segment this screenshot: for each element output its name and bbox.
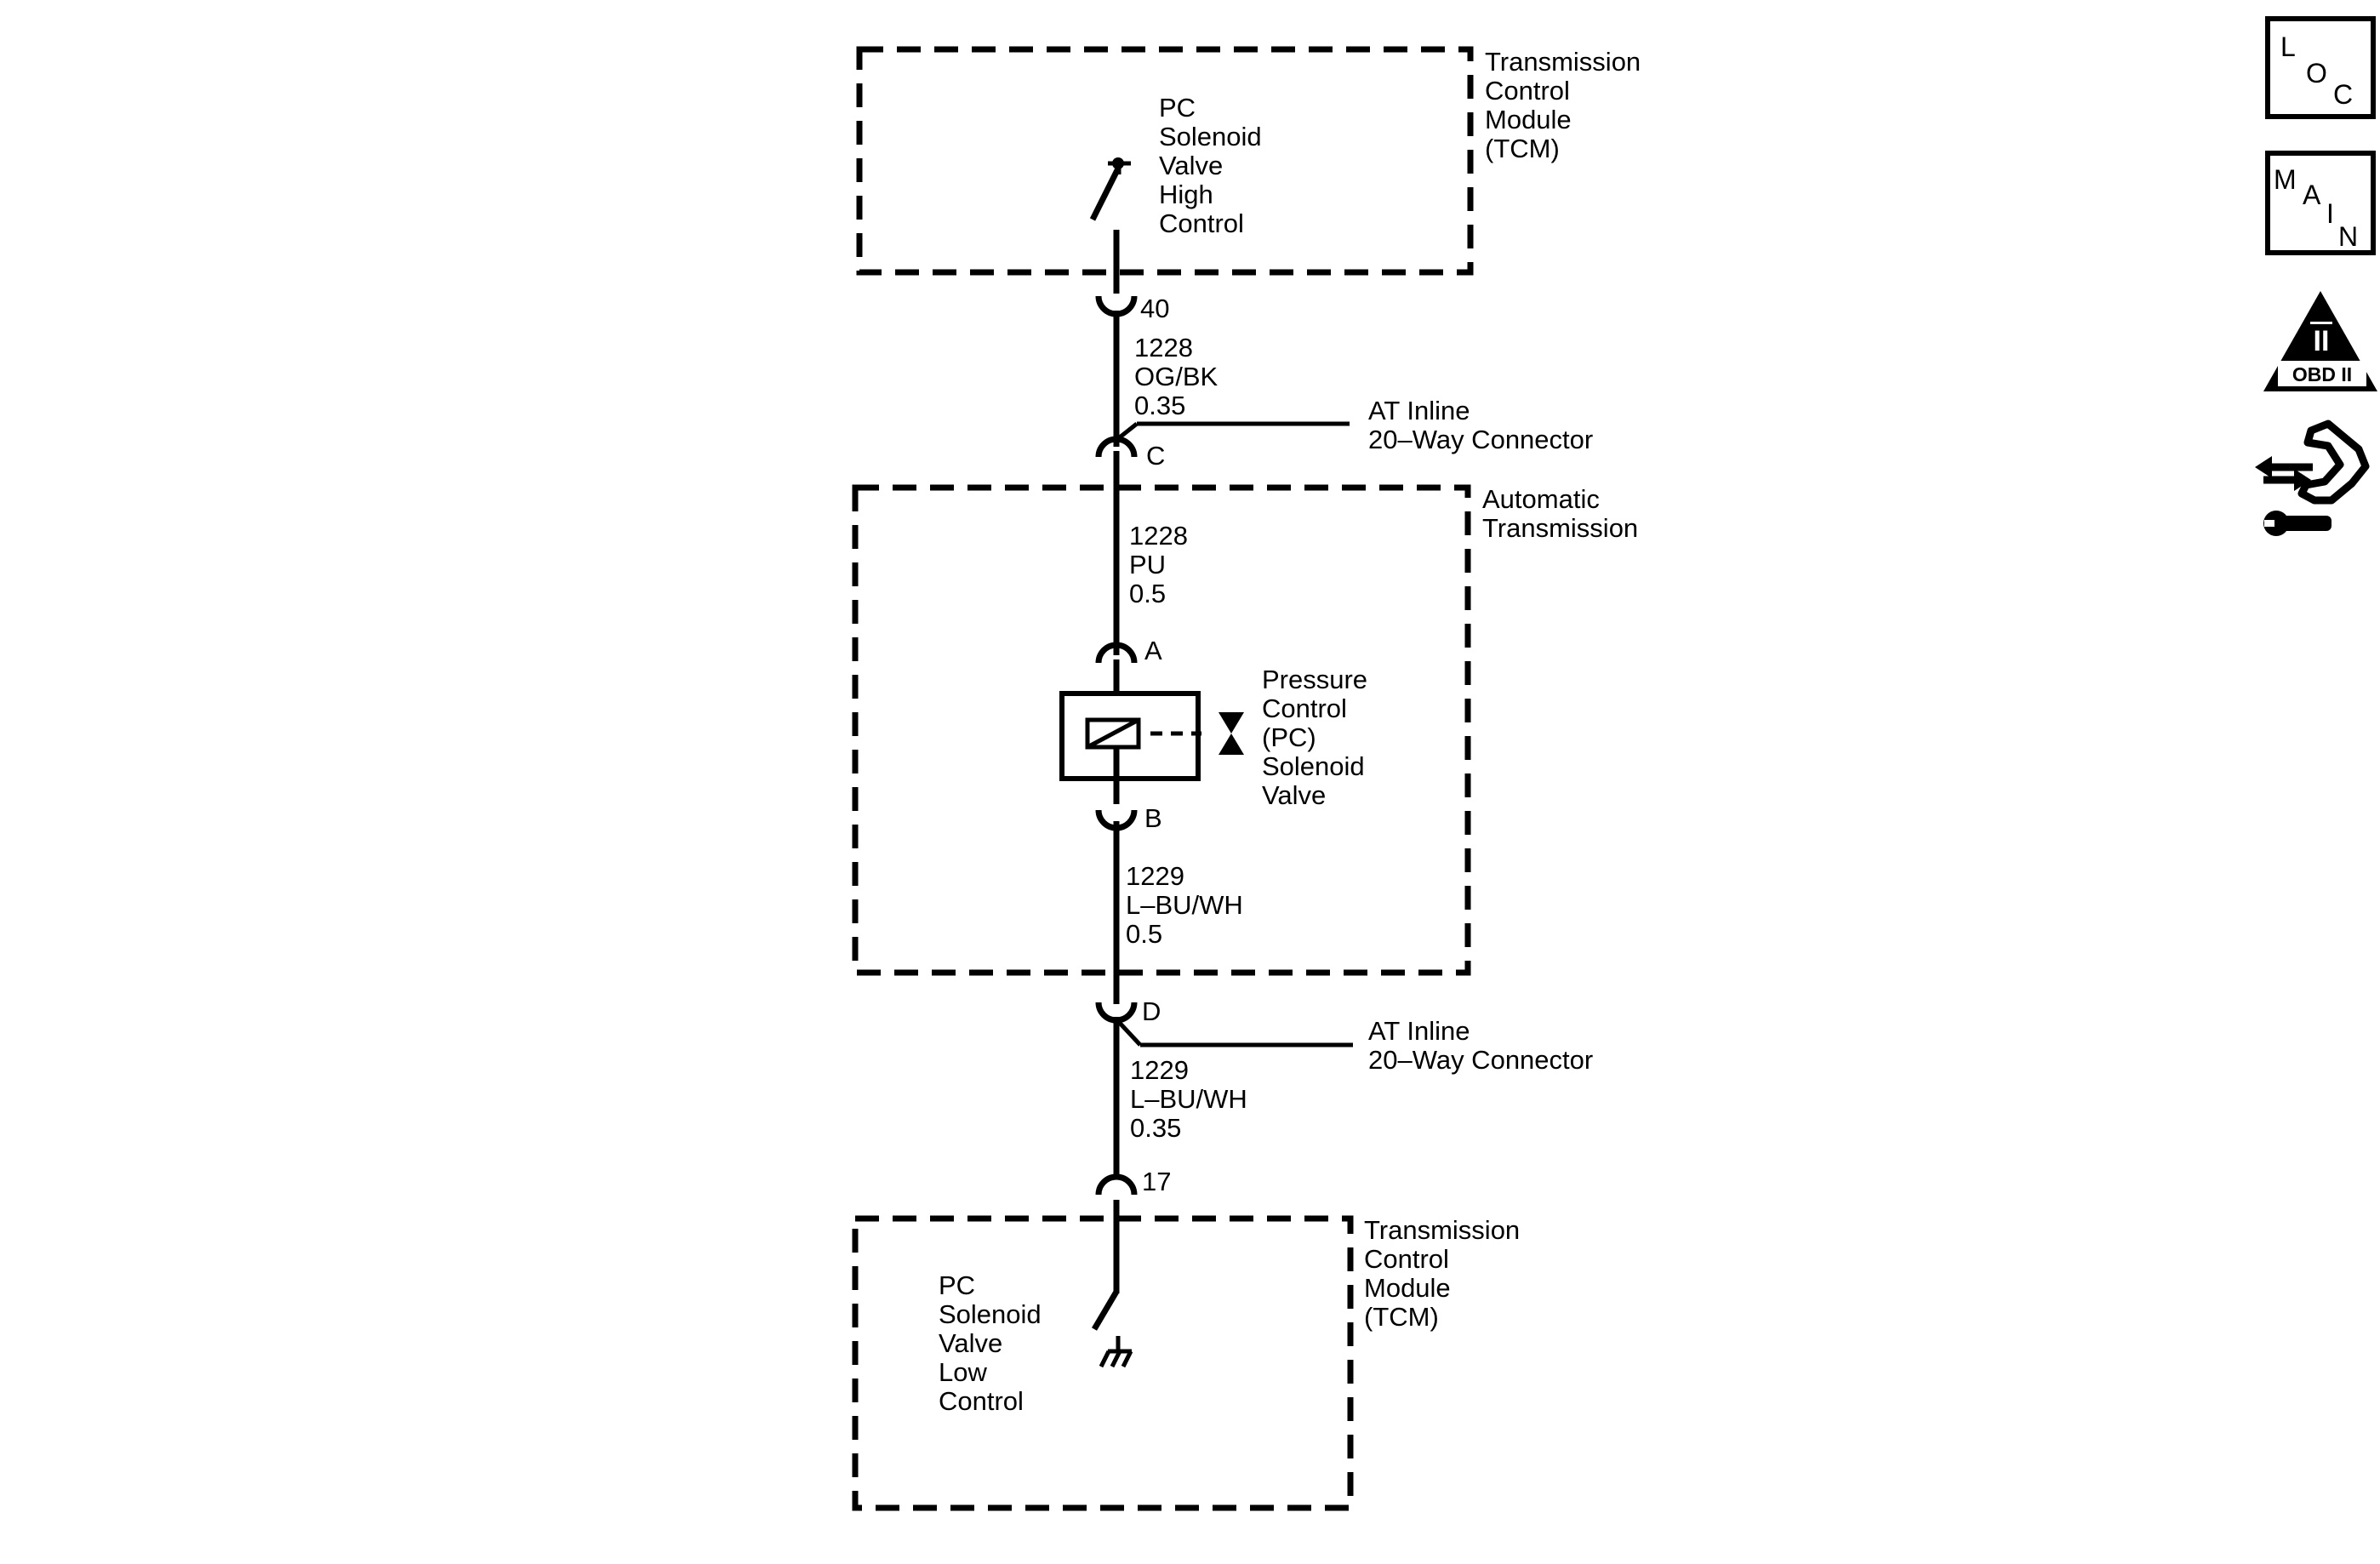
svg-text:I: I — [2326, 198, 2334, 229]
tcm-bottom-boundary — [852, 1215, 1354, 1511]
svg-text:D: D — [1142, 996, 1161, 1026]
left-arrow-icon — [2255, 456, 2272, 478]
svg-text:M: M — [2274, 164, 2297, 195]
terminal-17: 17 — [1095, 1167, 1171, 1196]
svg-text:A: A — [2303, 180, 2321, 210]
switch-blade — [1091, 1290, 1120, 1331]
solenoid-body — [1059, 691, 1201, 781]
svg-text:N: N — [2338, 221, 2358, 252]
svg-text:OBD II: OBD II — [2292, 363, 2352, 385]
solenoid-coil — [1085, 717, 1141, 750]
tcm-bottom-label: Transmission Control Module (TCM) — [1364, 1215, 1527, 1332]
inline-connector-c: C AT Inline 20–Way Connector — [1095, 396, 1593, 471]
terminal-a — [1095, 642, 1138, 664]
low-control-switch — [1091, 1200, 1133, 1368]
high-control-label: PC Solenoid Valve High Control — [1159, 93, 1269, 238]
inline-connector-d: D AT Inline 20–Way Connector — [1095, 996, 1593, 1075]
svg-text:O: O — [2306, 58, 2327, 88]
high-control-switch — [1089, 157, 1131, 294]
inline-connector-d-label: AT Inline 20–Way Connector — [1368, 1016, 1593, 1075]
svg-text:B: B — [1144, 803, 1162, 833]
main-icon-button[interactable]: M A I N — [2265, 151, 2376, 255]
wire-1229-035-label: 1229 L–BU/WH 0.35 — [1130, 1055, 1254, 1143]
svg-text:L: L — [2280, 31, 2296, 62]
low-control-label: PC Solenoid Valve Low Control — [939, 1270, 1048, 1416]
tcm-top-module: Transmission Control Module (TCM) PC Sol… — [856, 46, 1648, 294]
svg-text:II: II — [2314, 325, 2330, 357]
terminal-40: 40 — [1095, 294, 1169, 323]
wire-1229-05-label: 1229 L–BU/WH 0.5 — [1126, 861, 1250, 949]
svg-text:C: C — [1146, 441, 1165, 471]
switch-pivot-dot — [1112, 157, 1124, 169]
wire-1228-og-bk-label: 1228 OG/BK 0.35 — [1134, 333, 1225, 420]
svg-text:A: A — [1144, 636, 1162, 665]
obd-ii-icon-button[interactable]: II OBD II — [2263, 291, 2377, 391]
tcm-top-label: Transmission Control Module (TCM) — [1485, 47, 1648, 163]
connector-shape-icon — [2297, 420, 2370, 505]
automatic-transmission: Automatic Transmission — [852, 484, 1638, 976]
svg-text:40: 40 — [1140, 294, 1169, 323]
right-arrow-icon — [2294, 469, 2311, 491]
pc-solenoid-valve: A B Pressure Control (PC) Solenoid Valve — [1059, 636, 1375, 833]
tcm-top-boundary — [856, 46, 1474, 276]
tcm-bottom-module: Transmission Control Module (TCM) PC Sol… — [852, 1200, 1527, 1511]
automatic-transmission-label: Automatic Transmission — [1482, 484, 1638, 543]
svg-text:17: 17 — [1142, 1167, 1171, 1196]
loc-icon-button[interactable]: L O C — [2265, 16, 2376, 119]
wire-1228-pu-label: 1228 PU 0.5 — [1129, 521, 1196, 608]
inline-connector-c-label: AT Inline 20–Way Connector — [1368, 396, 1593, 454]
valve-symbol — [1219, 712, 1244, 755]
switch-blade — [1089, 167, 1122, 221]
automatic-transmission-boundary — [852, 484, 1471, 976]
svg-text:C: C — [2333, 79, 2353, 110]
pc-solenoid-label: Pressure Control (PC) Solenoid Valve — [1262, 665, 1375, 810]
connector-view-icon-button[interactable] — [2255, 420, 2370, 536]
